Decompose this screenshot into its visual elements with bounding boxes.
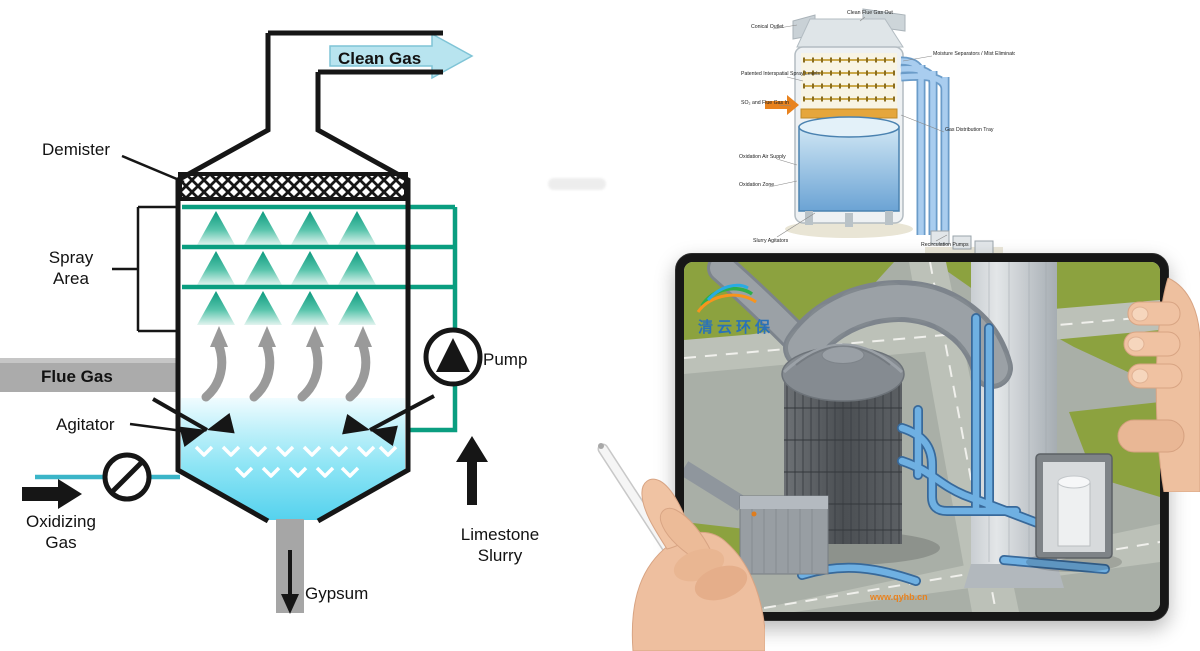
limestone-slurry-label: Limestone Slurry: [460, 525, 540, 566]
cutaway-labels: Conical Outlet Clean Flue Gas Out Moistu…: [739, 10, 1015, 248]
demister-pad: [178, 172, 408, 201]
agitator-shaft-right: [369, 394, 435, 432]
gas-flow-arrows: [201, 338, 371, 402]
stylus-tip: [598, 443, 604, 449]
auxiliary-building: [684, 461, 829, 575]
gypsum-arrow: [281, 550, 299, 614]
label-oxidation-air-supply: Oxidation Air Supply: [739, 154, 786, 160]
cutaway-tank: [1026, 453, 1122, 572]
slurry-piping: [182, 204, 458, 433]
flue-gas-duct: [0, 358, 180, 392]
logo-text: 清云环保: [698, 318, 774, 336]
cutaway-illustration: Conical Outlet Clean Flue Gas Out Moistu…: [739, 8, 1015, 257]
clean-gas-arrow: [329, 32, 474, 80]
agitator-label: Agitator: [56, 415, 115, 434]
label-so2-flue-gas-in: SO₂ and Flue Gas In: [741, 100, 789, 106]
scrubber-schematic: [0, 30, 488, 614]
left-knuckle-2: [694, 565, 748, 601]
crossover-duct: [707, 262, 1013, 389]
plant-render: 清云环保 www.qyhb.cn: [684, 262, 1160, 612]
pump-icon: [423, 327, 483, 387]
right-hand: [1117, 277, 1200, 492]
tablet-screen[interactable]: 清云环保 www.qyhb.cn: [684, 262, 1160, 612]
agitator-left-icon: [179, 413, 235, 447]
gas-flow-arrowheads: [210, 326, 372, 347]
flue-gas-label: Flue Gas: [41, 367, 113, 386]
slurry-pool: [181, 398, 405, 520]
label-slurry-agitators: Slurry Agitators: [753, 238, 789, 244]
label-recirculation-pumps: Recirculation Pumps: [921, 242, 969, 248]
absorber-tower: [781, 343, 905, 544]
spray-area-label: Spray Area: [48, 248, 94, 289]
demister-label: Demister: [42, 140, 111, 159]
right-thumb: [1117, 419, 1185, 453]
cutaway-base: [785, 220, 913, 238]
label-spray-levels: Patented Interspatial Spray Levels: [741, 71, 820, 77]
label-gas-distribution-tray: Gas Distribution Tray: [945, 127, 994, 133]
clean-gas-label: Clean Gas: [338, 49, 422, 68]
oxidizing-gas-label: Oxidizing Gas: [26, 512, 96, 553]
cutaway-pipes: [900, 56, 950, 235]
company-logo: 清云环保: [696, 283, 774, 336]
label-conical-outlet: Conical Outlet: [751, 24, 784, 30]
spray-nozzles: [197, 211, 376, 325]
tablet-frame: 清云环保 www.qyhb.cn: [675, 253, 1169, 621]
left-hand: [597, 443, 765, 651]
oxidizing-gas-arrow: [22, 479, 82, 509]
blower-icon: [102, 452, 152, 502]
background-smudge: [548, 178, 606, 190]
limestone-arrow: [456, 436, 488, 505]
cutaway-vessel: [792, 8, 906, 227]
sparger-chevrons: [194, 445, 398, 478]
agitator-shaft-left: [152, 397, 208, 432]
label-mist-eliminators: Moisture Separators / Mist Eliminators: [933, 51, 1015, 57]
agitator-right-icon: [342, 414, 398, 446]
logo-swoosh-orange: [696, 293, 757, 313]
fingernails: [1127, 306, 1149, 384]
gypsum-label: Gypsum: [305, 584, 369, 603]
logo-swoosh-blue: [706, 283, 749, 302]
watermark-text: www.qyhb.cn: [869, 592, 928, 602]
pump-label: Pump: [483, 350, 528, 369]
label-clean-flue-gas-out: Clean Flue Gas Out: [847, 10, 893, 16]
label-oxidation-zone: Oxidation Zone: [739, 182, 774, 188]
logo-swoosh-green: [700, 286, 754, 307]
cutaway-leader-lines: [768, 16, 948, 242]
